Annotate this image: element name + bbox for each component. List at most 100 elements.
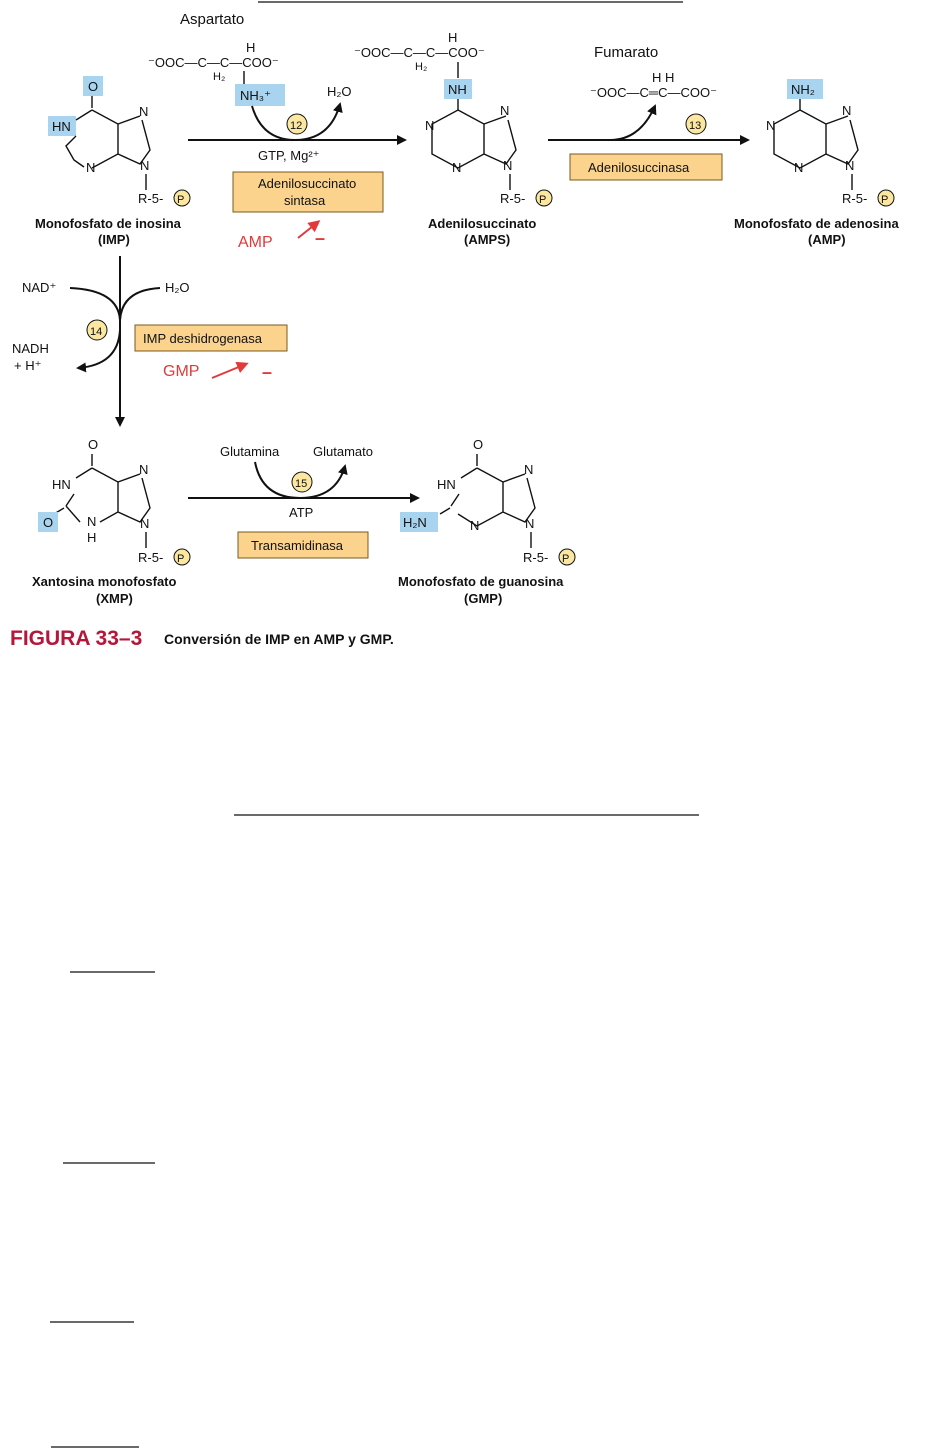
amps-n1: N <box>425 118 434 133</box>
imp-n9: N <box>140 158 149 173</box>
imp-ribose: R-5- <box>138 191 163 206</box>
enzyme-imp-dh-label: IMP deshidrogenasa <box>143 331 263 346</box>
fumarate-group: Fumarato H H ⁻OOC—C═C—COO⁻ <box>590 44 717 100</box>
figure-label: FIGURA 33–3 <box>10 627 142 650</box>
enzyme-adenylosuccinate-synthase <box>232 171 384 213</box>
aspartate-label: Aspartato <box>180 11 244 28</box>
amps-name: Adenilosuccinato <box>428 216 536 231</box>
xmp-o2: O <box>43 515 53 530</box>
amp-n3: N <box>794 160 803 175</box>
nad-label: NAD⁺ <box>22 280 56 295</box>
amps-phosphate: P <box>539 194 546 206</box>
imp-structure: O HN N N N R-5- P Monofosfato de inosina… <box>35 76 191 247</box>
water-in-label: H₂O <box>165 280 190 295</box>
gmp-o6: O <box>473 437 483 452</box>
gmp-h2n: H₂N <box>403 515 427 530</box>
gmp-n9: N <box>525 516 534 531</box>
amps-h2: H₂ <box>415 61 427 73</box>
enzyme-synthase-line2: sintasa <box>284 193 326 208</box>
fumarate-chain: ⁻OOC—C═C—COO⁻ <box>590 85 717 100</box>
enzyme-transamidinase <box>237 531 369 559</box>
gmp-n7: N <box>524 462 533 477</box>
amps-n9: N <box>503 158 512 173</box>
enzyme-imp-dehydrogenase <box>134 324 288 352</box>
aspartate-h2: H₂ <box>213 71 225 83</box>
xmp-o6: O <box>88 437 98 452</box>
amp-n7: N <box>842 103 851 118</box>
step13-arrow: 13 Adenilosuccinasa <box>548 104 750 181</box>
step12-arrow: 12 GTP, Mg²⁺ Adenilosuccinato sintasa AM… <box>188 102 407 251</box>
xmp-n3: N <box>87 514 96 529</box>
imp-hn: HN <box>52 119 71 134</box>
xmp-phosphate: P <box>177 553 184 565</box>
nh3-highlight <box>235 84 285 106</box>
amps-abbr: (AMPS) <box>464 232 510 247</box>
amps-ribose: R-5- <box>500 191 525 206</box>
amp-abbr: (AMP) <box>808 232 846 247</box>
step15-arrow: Glutamina Glutamato 15 ATP Transamidinas… <box>188 444 420 559</box>
step14-number: 14 <box>90 326 102 338</box>
figure-caption: Conversión de IMP en AMP y GMP. <box>164 631 394 647</box>
amp-structure: NH₂ N N N N R-5- P Monofosfato de adenos… <box>734 79 899 247</box>
amp-inhibition-arrow <box>297 220 321 239</box>
step15-number: 15 <box>295 478 307 490</box>
amp-ribose: R-5- <box>842 191 867 206</box>
nadh-h-label: + H⁺ <box>14 358 41 373</box>
imp-phosphate: P <box>177 194 184 206</box>
imp-n3: N <box>86 160 95 175</box>
gmp-ribose: R-5- <box>523 550 548 565</box>
gmp-inhibition-arrow <box>211 361 249 379</box>
aspartate-h: H <box>246 40 255 55</box>
aspartate-group: Aspartato H ⁻OOC—C—C—COO⁻ H₂ NH₃⁺ <box>148 11 285 106</box>
imp-n7: N <box>139 104 148 119</box>
step14-arrow: NAD⁺ H₂O NADH + H⁺ 14 IMP deshidrogenasa… <box>12 256 288 427</box>
enzyme-adenylosuccinase-label: Adenilosuccinasa <box>588 160 690 175</box>
gmp-structure: O HN N N N H₂N R-5- P Monofosfato de gua… <box>398 437 576 606</box>
gmp-name: Monofosfato de guanosina <box>398 574 564 589</box>
gmp-abbr: (GMP) <box>464 591 502 606</box>
amps-n7: N <box>500 103 509 118</box>
xmp-ribose: R-5- <box>138 550 163 565</box>
amp-phosphate: P <box>881 194 888 206</box>
amps-h: H <box>448 30 457 45</box>
xmp-abbr: (XMP) <box>96 591 133 606</box>
xmp-n9: N <box>140 516 149 531</box>
amp-n1: N <box>766 118 775 133</box>
xmp-hn1: HN <box>52 477 71 492</box>
amps-structure: H ⁻OOC—C—C—COO⁻ H₂ NH N N N N R-5- P Ade… <box>354 30 553 247</box>
gmp-hn1: HN <box>437 477 456 492</box>
aspartate-nh3: NH₃⁺ <box>240 88 271 103</box>
enzyme-transamidinase-label: Transamidinasa <box>251 538 344 553</box>
fumarate-h: H H <box>652 70 674 85</box>
imp-o: O <box>88 79 98 94</box>
xmp-n7: N <box>139 462 148 477</box>
step12-number: 12 <box>290 120 302 132</box>
imp-name: Monofosfato de inosina <box>35 216 182 231</box>
amp-n9: N <box>845 158 854 173</box>
enzyme-synthase-line1: Adenilosuccinato <box>258 176 356 191</box>
gmp-n3: N <box>470 518 479 533</box>
amps-n3: N <box>452 160 461 175</box>
step13-number: 13 <box>689 120 701 132</box>
step15-cofactor: ATP <box>289 505 313 520</box>
xmp-structure: O HN N N H N O R-5- P Xantosina monofosf… <box>32 437 191 606</box>
gmp-phosphate: P <box>562 553 569 565</box>
nadh-label: NADH <box>12 341 49 356</box>
amp-nh2: NH₂ <box>791 82 815 97</box>
gmp-inhibitor-label: GMP <box>163 363 199 380</box>
glutamine-label: Glutamina <box>220 444 280 459</box>
xmp-name: Xantosina monofosfato <box>32 574 177 589</box>
enzyme-adenylosuccinase <box>569 153 723 181</box>
amp-minus: – <box>315 228 325 248</box>
gmp-minus: – <box>262 362 272 382</box>
glutamate-label: Glutamato <box>313 444 373 459</box>
amp-name: Monofosfato de adenosina <box>734 216 899 231</box>
amp-inhibitor-label: AMP <box>238 234 273 251</box>
fumarate-label: Fumarato <box>594 44 658 61</box>
amps-nh: NH <box>448 82 467 97</box>
amps-chain: ⁻OOC—C—C—COO⁻ <box>354 45 485 60</box>
step12-cofactor: GTP, Mg²⁺ <box>258 148 320 163</box>
water-out-label: H₂O <box>327 84 352 99</box>
aspartate-chain: ⁻OOC—C—C—COO⁻ <box>148 55 279 70</box>
